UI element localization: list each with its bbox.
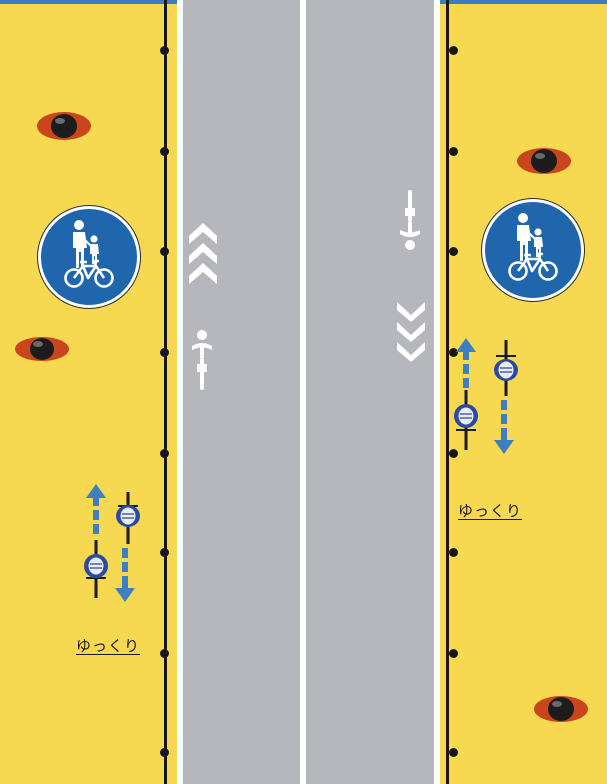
pedestrian-and-bicycle-sign-right	[482, 199, 584, 301]
pedestrian-topdown-icon	[14, 333, 70, 365]
bollard-dot	[160, 46, 169, 55]
down-arrow-icon	[115, 548, 135, 602]
bollard-dot	[449, 147, 458, 156]
cyclist-topdown-icon	[454, 390, 478, 450]
pedestrian-and-bicycle-sign-left	[38, 206, 140, 308]
road-edge-line-right	[434, 0, 440, 784]
bollard-dot	[160, 247, 169, 256]
bollard-dot	[449, 548, 458, 557]
chevron-down-arrow-icon	[394, 296, 428, 366]
cyclists-passing-slowly-right	[448, 334, 538, 462]
bicycle-lane-mark-icon	[396, 188, 424, 252]
bollard-dot	[449, 748, 458, 757]
bollard-dot	[160, 147, 169, 156]
up-arrow-icon	[456, 338, 476, 388]
pedestrian-topdown-icon	[516, 144, 572, 178]
bollard-dot	[449, 247, 458, 256]
bicycle-icon	[507, 252, 559, 282]
down-arrow-icon	[494, 400, 514, 454]
road-edge-line-left	[177, 0, 183, 784]
cyclists-passing-slowly-left	[78, 478, 164, 608]
up-arrow-icon	[86, 484, 106, 534]
adult-child-pedestrian-icon	[485, 202, 581, 298]
bollard-dot	[449, 649, 458, 658]
cyclist-topdown-icon	[494, 340, 518, 396]
slow-label-left: ゆっくり	[76, 635, 140, 656]
bollard-dot	[160, 748, 169, 757]
bicycle-icon	[63, 259, 115, 289]
road-lane-left	[183, 0, 300, 784]
road-center-line	[300, 0, 306, 784]
bollard-dot	[160, 348, 169, 357]
pedestrian-topdown-icon	[36, 108, 92, 144]
cyclist-topdown-icon	[84, 540, 108, 598]
bollard-dot	[160, 449, 169, 458]
bollard-dot	[160, 649, 169, 658]
curb-line-left	[164, 0, 167, 784]
chevron-up-arrow-icon	[186, 220, 220, 290]
adult-child-pedestrian-icon	[41, 209, 137, 305]
cyclist-topdown-icon	[116, 492, 140, 544]
road-lane-right	[306, 0, 434, 784]
slow-label-right: ゆっくり	[458, 500, 522, 521]
bollard-dot	[449, 46, 458, 55]
bicycle-lane-mark-icon	[188, 328, 216, 392]
pedestrian-topdown-icon	[533, 692, 589, 726]
